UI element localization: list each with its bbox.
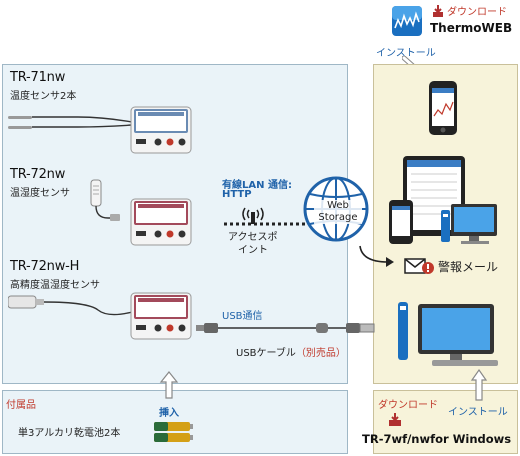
usb-cable-name: USBケーブル	[236, 348, 296, 359]
device-model-tr71nw: TR-71nw	[10, 70, 66, 85]
install-up-arrow	[470, 368, 488, 402]
device-desc-tr71nw: 温度センサ2本	[10, 91, 77, 102]
thermoweb-name: ThermoWEB	[430, 21, 513, 35]
accessories-title: 付属品	[6, 400, 36, 411]
lan-label: 有線LAN 通信:	[222, 180, 292, 191]
logger-device-tr72nw	[130, 198, 192, 246]
smartphone-icon	[428, 80, 458, 136]
access-point-label-line2: イント	[238, 245, 268, 256]
installer-icon	[388, 412, 402, 426]
usb-cable-note: （別売品）	[295, 348, 346, 359]
access-point-icon	[240, 204, 266, 224]
insert-arrow	[159, 370, 179, 400]
battery-icon	[152, 420, 196, 444]
web-storage-label: Web Storage	[314, 200, 362, 224]
access-point-label-line1: アクセスポ	[228, 232, 278, 243]
desktop-pc-icon	[392, 296, 508, 370]
windows-download-link[interactable]: ダウンロード	[378, 400, 438, 411]
download-icon	[432, 3, 444, 17]
battery-label: 単3アルカリ乾電池2本	[18, 428, 121, 439]
client-devices-icon	[385, 154, 513, 246]
usb-cable-label: USBケーブル（別売品）	[236, 344, 346, 359]
device-desc-tr72nwh: 高精度温湿度センサ	[10, 280, 100, 291]
device-model-tr72nwh: TR-72nw-H	[10, 259, 80, 274]
thermoweb-logo-icon	[392, 6, 422, 36]
web-storage-line1: Web	[327, 200, 349, 211]
high-precision-sensor-icon	[7, 292, 133, 320]
temperature-sensor-probes-icon	[8, 112, 133, 134]
device-model-tr72nw: TR-72nw	[10, 167, 66, 182]
usb-cable-icon	[196, 318, 376, 338]
logger-device-tr71nw	[130, 106, 192, 154]
alert-arrow	[358, 244, 402, 270]
device-desc-tr72nw: 温湿度センサ	[10, 188, 70, 199]
windows-install-label: インストール	[448, 407, 508, 418]
alert-mail-label: 警報メール	[438, 260, 499, 274]
mail-alert-icon	[404, 256, 434, 276]
insert-label: 挿入	[159, 408, 179, 419]
lan-protocol-label: HTTP	[222, 189, 252, 200]
windows-software-name: TR-7wf/nwfor Windows	[362, 432, 512, 446]
thermoweb-download-link[interactable]: ダウンロード	[447, 7, 507, 18]
usb-label: USB通信	[222, 311, 263, 322]
humidity-sensor-icon	[88, 178, 122, 226]
install-label-top: インストール	[376, 48, 436, 59]
web-storage-line2: Storage	[318, 212, 358, 223]
logger-device-tr72nwh	[130, 292, 192, 340]
